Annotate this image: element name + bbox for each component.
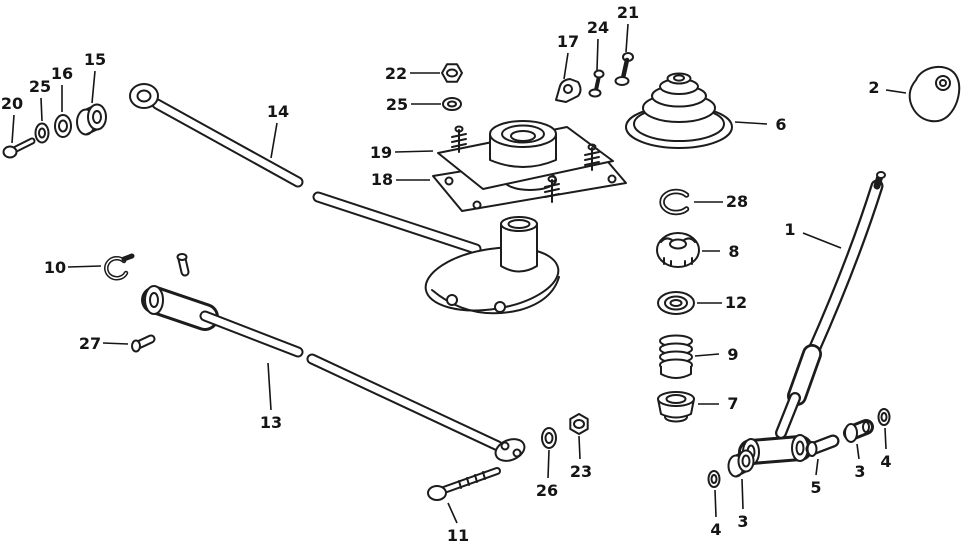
- leader-line-24: [596, 38, 599, 71]
- callout-10: 10: [44, 258, 66, 277]
- callout-26: 26: [536, 481, 558, 500]
- callout-3: 3: [854, 462, 865, 481]
- callout-18: 18: [371, 170, 393, 189]
- callout-24: 24: [587, 18, 609, 37]
- callout-6: 6: [775, 115, 786, 134]
- part-12-washer: [657, 291, 695, 315]
- plate-stud-spring: [451, 125, 467, 153]
- callout-14: 14: [267, 102, 289, 121]
- part-9-spring: [659, 334, 693, 379]
- part-22-nut: [441, 63, 463, 83]
- part-26-washer: [541, 427, 557, 449]
- leader-line-6: [734, 121, 768, 125]
- leader-line-27: [102, 342, 129, 345]
- part-4-washer-right: [877, 408, 891, 426]
- part-3-bushing-right: [843, 419, 874, 443]
- part-4-washer-bottom: [707, 470, 721, 488]
- leader-line-17: [563, 52, 569, 80]
- part-15-bushing: [76, 103, 107, 136]
- leader-line-9: [694, 353, 720, 357]
- callout-12: 12: [725, 293, 747, 312]
- leader-line-11: [447, 502, 458, 524]
- part-21-bolt: [614, 52, 634, 86]
- leader-line-4: [714, 489, 717, 518]
- part-2-shift-knob: [908, 65, 961, 123]
- leader-line-14: [270, 122, 278, 159]
- callout-17: 17: [557, 32, 579, 51]
- callout-27: 27: [79, 334, 101, 353]
- leader-line-20: [11, 114, 15, 144]
- part-20-bolt: [2, 137, 36, 159]
- leader-line-23: [578, 435, 581, 460]
- callout-16: 16: [51, 64, 73, 83]
- callout-19: 19: [370, 143, 392, 162]
- leader-line-10: [67, 265, 102, 268]
- callout-8: 8: [728, 242, 739, 261]
- callout-25: 25: [386, 95, 408, 114]
- leader-line-26: [547, 449, 550, 479]
- callout-28: 28: [726, 192, 748, 211]
- part-11-bolt: [427, 467, 501, 501]
- callout-5: 5: [810, 478, 821, 497]
- callout-2: 2: [868, 78, 879, 97]
- callout-9: 9: [727, 345, 738, 364]
- plate-stud-spring: [584, 143, 600, 171]
- leader-line-15: [91, 70, 96, 104]
- leader-line-2: [885, 89, 907, 94]
- part-7-bushing: [657, 391, 695, 423]
- callout-11: 11: [447, 526, 469, 545]
- part-1-shift-lever: [738, 171, 886, 466]
- plate-stud-spring: [544, 175, 560, 203]
- leader-line-13: [267, 362, 272, 411]
- part-27-pin: [131, 334, 156, 353]
- part-8-ball-seat: [656, 232, 700, 268]
- callout-25: 25: [29, 77, 51, 96]
- part-25-washer-left: [34, 122, 50, 144]
- part-17-bracket: [555, 78, 582, 103]
- part-24-bolt: [588, 69, 605, 98]
- callout-23: 23: [570, 462, 592, 481]
- callout-4: 4: [710, 520, 721, 539]
- part-14-shift-rod: [129, 83, 482, 255]
- leader-line-19: [394, 150, 434, 153]
- part-19-plate: [437, 120, 614, 203]
- leader-line-5: [815, 458, 819, 476]
- callout-22: 22: [385, 64, 407, 83]
- part-28-snap-ring: [659, 188, 690, 216]
- leader-line-1: [802, 232, 842, 249]
- part-25-washer-center: [442, 97, 462, 111]
- leader-line-21: [625, 23, 629, 53]
- callout-4: 4: [880, 452, 891, 471]
- leader-line-3: [856, 443, 860, 460]
- leader-line-25: [40, 97, 43, 122]
- callout-1: 1: [784, 220, 795, 239]
- part-5-pin: [805, 434, 840, 457]
- part-16-washer: [54, 114, 72, 138]
- part-lever-base-housing: [424, 216, 560, 315]
- leader-line-3: [741, 478, 744, 510]
- leader-line-4: [884, 427, 887, 450]
- callout-7: 7: [727, 394, 738, 413]
- callout-21: 21: [617, 3, 639, 22]
- part-6-boot: [625, 72, 733, 149]
- callout-15: 15: [84, 50, 106, 69]
- part-3-bushing-bottom: [727, 449, 755, 478]
- part-10-clamp: [104, 253, 135, 281]
- callout-13: 13: [260, 413, 282, 432]
- callout-3: 3: [737, 512, 748, 531]
- part-23-nut: [569, 413, 589, 435]
- callout-20: 20: [1, 94, 23, 113]
- part-13-shift-rod-lower: [141, 253, 526, 462]
